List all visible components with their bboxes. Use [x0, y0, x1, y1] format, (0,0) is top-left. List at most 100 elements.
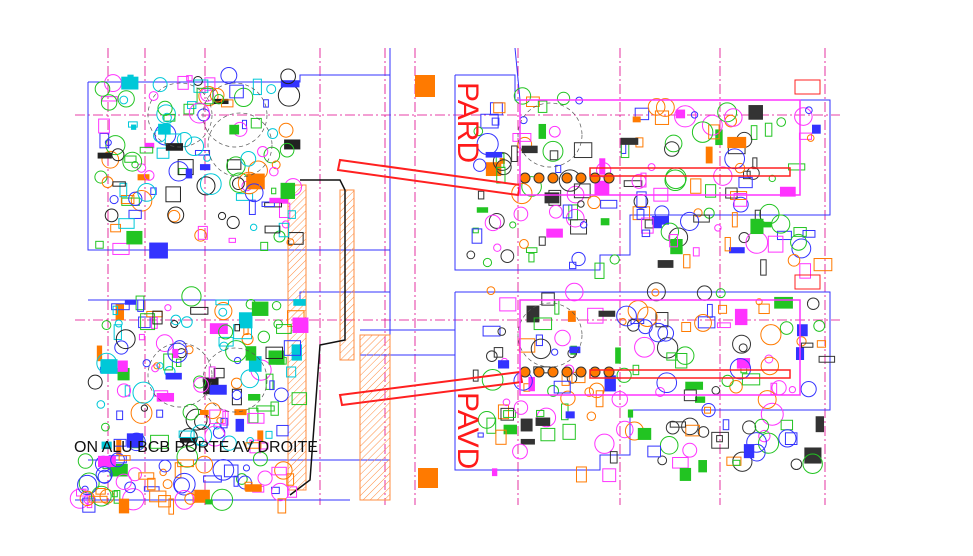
machine-block	[537, 100, 548, 113]
machine-station	[674, 105, 697, 128]
machine-block	[213, 367, 225, 379]
machine-station	[162, 479, 173, 490]
machine-station	[675, 346, 695, 365]
machine-block	[209, 384, 227, 395]
machine-block	[727, 136, 747, 149]
machine-station	[271, 482, 290, 502]
machine-station	[164, 304, 172, 312]
machine-station	[509, 221, 517, 229]
machine-station	[279, 142, 295, 158]
machine-block	[669, 421, 686, 428]
machine-station	[473, 158, 487, 172]
machine-station	[193, 375, 207, 389]
machine-station	[257, 146, 269, 158]
machine-station	[181, 316, 193, 328]
machine-station	[758, 432, 780, 454]
machine-station	[117, 90, 135, 108]
machine-block	[569, 261, 577, 270]
machine-block	[569, 346, 581, 354]
machine-block	[126, 433, 144, 448]
machine-block	[147, 477, 156, 491]
robot-reach-circle	[517, 302, 583, 368]
machine-block	[287, 486, 298, 498]
machine-block	[88, 495, 108, 503]
machine-block	[265, 430, 273, 439]
machine-block	[493, 102, 506, 114]
machine-station	[680, 211, 700, 231]
machine-block	[138, 333, 145, 341]
machine-station	[493, 243, 502, 252]
machine-block	[491, 468, 498, 477]
machine-block	[138, 472, 155, 480]
machine-block	[482, 325, 501, 337]
machine-station	[109, 195, 119, 205]
machine-station	[519, 116, 528, 125]
machine-block	[538, 236, 546, 246]
machine-station	[609, 254, 620, 265]
machine-station	[497, 327, 507, 336]
machine-block	[495, 429, 507, 445]
machine-block	[499, 297, 517, 312]
machine-block	[472, 369, 479, 382]
machine-block	[512, 133, 532, 142]
machine-block	[111, 490, 118, 498]
machine-block	[525, 247, 538, 253]
machine-block	[177, 159, 194, 176]
machine-station	[95, 466, 113, 484]
machine-station	[637, 319, 653, 335]
machine-block	[653, 219, 662, 229]
machine-block	[165, 372, 182, 380]
machine-station	[714, 224, 722, 232]
machine-block	[573, 142, 593, 159]
machine-station	[213, 94, 225, 105]
machine-station	[240, 150, 257, 167]
machine-block	[565, 411, 575, 419]
machine-station	[176, 446, 199, 468]
machine-block	[526, 96, 540, 107]
machine-station	[513, 87, 532, 105]
machine-station	[791, 238, 812, 259]
machine-station	[96, 352, 117, 374]
machine-station	[556, 91, 571, 106]
machine-station	[500, 249, 515, 264]
machine-block	[793, 227, 807, 237]
machine-block	[697, 316, 716, 329]
robot-station	[603, 366, 615, 378]
machine-block	[140, 313, 156, 331]
machine-block	[669, 234, 678, 248]
machine-block	[158, 495, 171, 508]
machine-station	[79, 490, 95, 507]
machine-station	[787, 254, 801, 267]
machine-block	[121, 76, 139, 90]
machine-station	[745, 231, 769, 254]
machine-block	[594, 262, 605, 279]
machine-station	[806, 134, 815, 142]
machine-station	[132, 381, 155, 404]
machine-block	[774, 296, 793, 309]
machine-block	[641, 217, 654, 234]
machine-station	[192, 76, 203, 86]
machine-station	[174, 490, 195, 510]
robot-station	[561, 366, 573, 378]
machine-station	[105, 135, 126, 156]
machine-block	[185, 168, 193, 179]
machine-block	[265, 346, 284, 359]
machine-station	[711, 386, 721, 395]
machine-station	[805, 106, 813, 115]
machine-station	[181, 286, 202, 307]
machine-block	[269, 197, 289, 203]
machine-block	[112, 242, 130, 255]
machine-station	[101, 320, 112, 331]
machine-block	[100, 359, 118, 374]
machine-station	[152, 77, 168, 93]
machine-block	[235, 193, 254, 201]
machine-station	[277, 84, 301, 107]
machine-block	[623, 180, 643, 187]
machine-block	[776, 230, 792, 241]
machine-block	[98, 118, 110, 134]
machine-block	[657, 260, 674, 268]
machine-block	[271, 466, 287, 476]
machine-station	[682, 442, 698, 458]
machine-block	[269, 380, 275, 391]
